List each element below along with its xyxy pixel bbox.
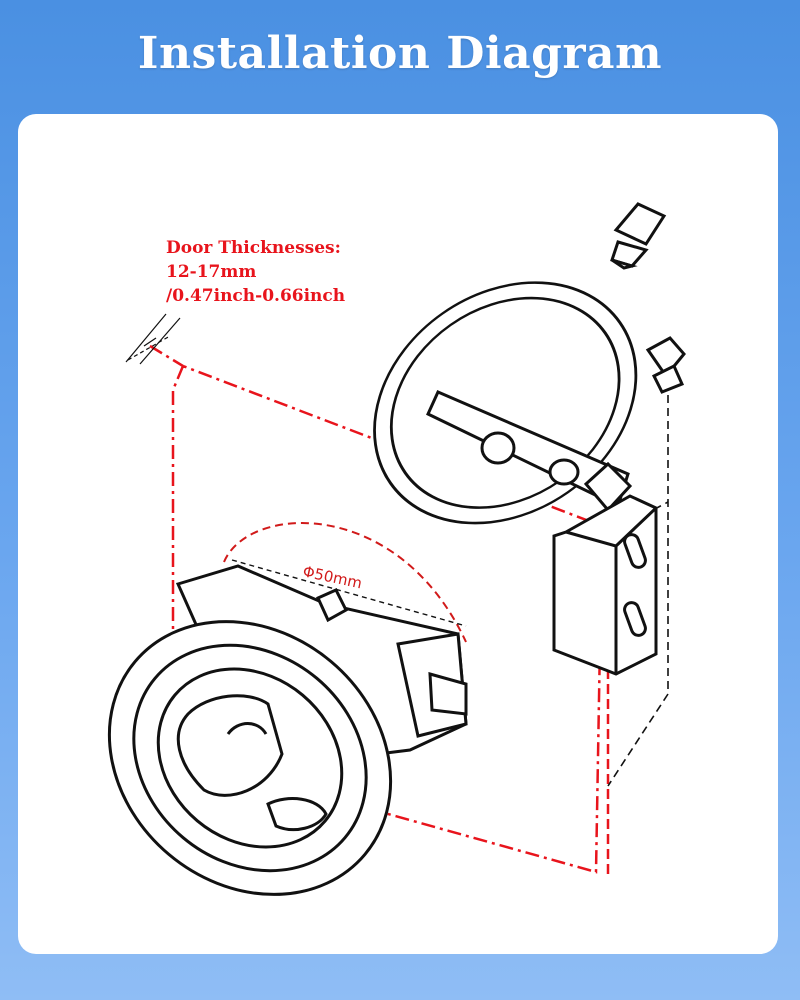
page-title: Installation Diagram xyxy=(137,28,663,79)
diameter-dimension xyxy=(223,522,467,643)
note-line-2: 12-17mm xyxy=(166,262,257,282)
screw-bottom xyxy=(645,336,686,394)
mounting-bracket xyxy=(552,494,658,676)
latch-face xyxy=(107,620,393,896)
mounting-ring xyxy=(373,281,638,525)
diameter-label: Φ50mm xyxy=(301,562,364,592)
thickness-dimension xyxy=(125,313,181,365)
note-line-1: Door Thicknesses: xyxy=(166,238,341,258)
installation-diagram: Φ50mm xyxy=(107,202,686,896)
note-line-3: /0.47inch-0.66inch xyxy=(166,286,346,306)
screw-top xyxy=(610,202,667,270)
diagram-card: Φ50mm Door Thicknesses: 12-17mm /0.47inc… xyxy=(18,114,778,954)
door-thickness-note: Door Thicknesses: 12-17mm /0.47inch-0.66… xyxy=(166,236,345,308)
